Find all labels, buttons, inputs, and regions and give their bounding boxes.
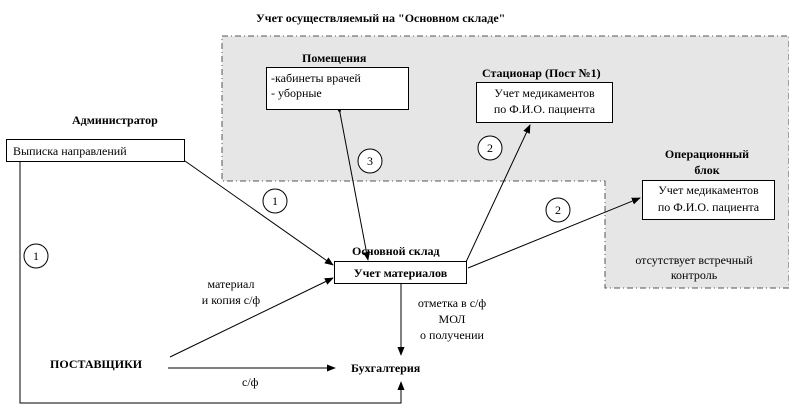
marker-circle-m2a — [477, 135, 503, 161]
premises-item: - уборные — [271, 86, 322, 100]
operating-line: Учет медикаментов — [658, 183, 759, 197]
mark-label-line: о получении — [420, 328, 484, 342]
invoice-label: с/ф — [242, 375, 259, 389]
suppliers-label: ПОСТАВЩИКИ — [50, 357, 143, 371]
marker-m1b: 1 — [33, 249, 39, 263]
operating-box: Учет медикаментов по Ф.И.О. пациента — [642, 180, 775, 220]
premises-box: -кабинеты врачей - уборные — [266, 67, 409, 110]
operating-title: Операционный блок — [652, 147, 762, 177]
admin-box-label: Выписка направлений — [13, 144, 127, 158]
edge-warehouse-to-inpatient — [465, 124, 531, 263]
edge-admin-to-accounting — [19, 161, 405, 404]
admin-title: Администратор — [72, 113, 158, 127]
operating-note-line: контроль — [670, 268, 718, 282]
material-label-line: и копия с/ф — [201, 293, 261, 307]
inpatient-title: Стационар (Пост №1) — [482, 66, 601, 80]
accounting-label: Бухгалтерия — [351, 361, 421, 375]
mark-label-line: МОЛ — [438, 312, 466, 326]
premises-title: Помещения — [302, 51, 367, 65]
operating-title-line: Операционный — [664, 147, 750, 161]
marker-circle-m1a — [262, 188, 288, 214]
marker-m2a: 2 — [487, 141, 493, 155]
warehouse-box-label: Учет материалов — [353, 266, 448, 280]
warehouse-box: Учет материалов — [334, 261, 467, 284]
premises-item: -кабинеты врачей — [271, 71, 361, 85]
marker-m1a: 1 — [272, 194, 278, 208]
material-label: материал и копия с/ф — [186, 277, 276, 307]
edge-warehouse-to-operating — [467, 197, 641, 269]
inpatient-line: по Ф.И.О. пациента — [493, 102, 596, 116]
diagram-title: Учет осуществляемый на "Основном складе" — [256, 11, 506, 25]
inpatient-box: Учет медикаментов по Ф.И.О. пациента — [476, 82, 613, 123]
edge-suppliers-to-warehouse — [169, 277, 334, 358]
marker-circle-m1b — [23, 243, 49, 269]
marker-circle-m3 — [357, 148, 383, 174]
marker-m3: 3 — [367, 154, 373, 168]
inpatient-line: Учет медикаментов — [494, 86, 595, 100]
mark-label: отметка в с/ф МОЛ о получении — [402, 296, 502, 342]
operating-note-line: отсутствует встречный — [635, 253, 753, 267]
edge-admin-to-warehouse — [184, 160, 334, 266]
marker-circle-m2b — [545, 197, 571, 223]
operating-title-line: блок — [694, 163, 720, 177]
operating-note: отсутствует встречный контроль — [615, 253, 773, 282]
admin-box: Выписка направлений — [6, 139, 185, 162]
marker-m2b: 2 — [555, 203, 561, 217]
edge-premises-warehouse — [334, 104, 371, 261]
warehouse-title: Основной склад — [352, 244, 440, 258]
mark-label-line: отметка в с/ф — [417, 296, 487, 310]
material-label-line: материал — [207, 277, 255, 291]
operating-line: по Ф.И.О. пациента — [657, 200, 760, 214]
